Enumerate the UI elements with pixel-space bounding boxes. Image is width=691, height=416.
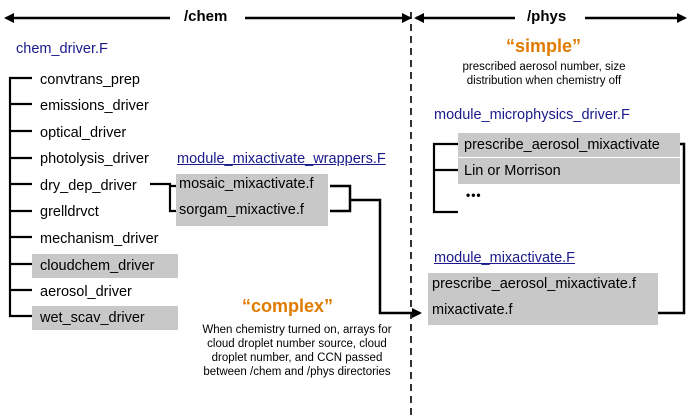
list-item: sorgam_mixactive.f <box>179 202 304 218</box>
list-item-highlighted: cloudchem_driver <box>32 254 178 278</box>
list-item: mixactivate.f <box>432 302 513 318</box>
list-item: photolysis_driver <box>40 151 149 167</box>
chem-driver-bracket <box>8 76 32 318</box>
list-item-highlighted: Lin or Morrison <box>458 158 680 184</box>
list-item: aerosol_driver <box>40 284 132 300</box>
list-item-highlighted: wet_scav_driver <box>32 306 178 330</box>
list-item: emissions_driver <box>40 98 149 114</box>
list-item: mosaic_mixactivate.f <box>179 176 314 192</box>
microphysics-module-title: module_microphysics_driver.F <box>434 107 630 123</box>
simple-note: prescribed aerosol number, size distribu… <box>462 61 626 87</box>
ellipsis: ••• <box>466 188 482 202</box>
wrapper-to-mixactivate-arrow <box>330 184 420 313</box>
list-item: grelldrvct <box>40 204 99 220</box>
list-item: convtrans_prep <box>40 72 140 88</box>
microphysics-bracket <box>432 142 458 214</box>
list-item: optical_driver <box>40 125 127 141</box>
complex-label: “complex” <box>242 296 334 316</box>
phys-directory-label: /phys <box>527 8 567 25</box>
complex-note: When chemistry turned on, arrays for clo… <box>202 324 392 378</box>
wrappers-module-title: module_mixactivate_wrappers.F <box>177 151 386 167</box>
list-item: prescribe_aerosol_mixactivate.f <box>432 276 636 292</box>
simple-label: “simple” <box>506 36 582 56</box>
list-item-highlighted: prescribe_aerosol_mixactivate <box>458 133 680 157</box>
chem-driver-title: chem_driver.F <box>16 41 108 57</box>
list-item: dry_dep_driver <box>40 178 137 194</box>
list-item: mechanism_driver <box>40 231 159 247</box>
mixactivate-module-title: module_mixactivate.F <box>434 250 576 266</box>
mixactivate-box: prescribe_aerosol_mixactivate.f mixactiv… <box>428 273 658 325</box>
chem-directory-label: /chem <box>184 8 228 25</box>
wrappers-box: mosaic_mixactivate.f sorgam_mixactive.f <box>176 174 328 226</box>
